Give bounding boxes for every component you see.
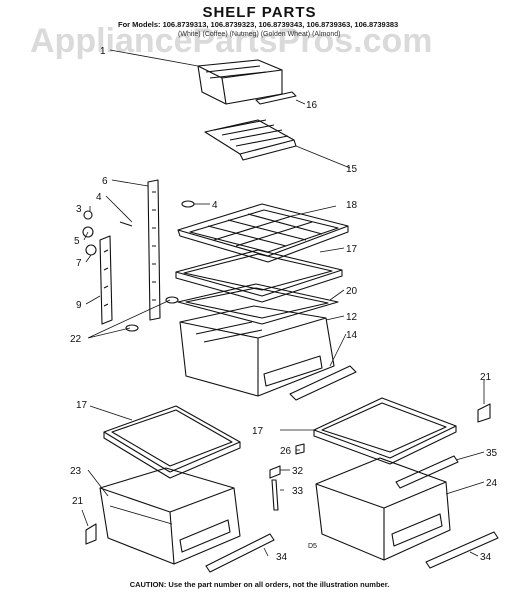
callout-35: 35: [486, 448, 498, 459]
part-14: [289, 365, 357, 401]
part-glass-lower-left: [103, 405, 241, 479]
part-glass-17: [175, 249, 343, 303]
callout-34-right: 34: [480, 552, 492, 563]
callout-14: 14: [346, 330, 358, 341]
callout-21-right: 21: [480, 372, 492, 383]
callout-6: 6: [102, 176, 108, 187]
callout-12: 12: [346, 312, 358, 323]
callout-24: 24: [486, 478, 498, 489]
caution-note: CAUTION: Use the part number on all orde…: [129, 580, 390, 589]
part-34-left: [205, 533, 275, 573]
callout-4-right: 4: [212, 200, 218, 211]
callout-16: 16: [306, 100, 318, 111]
part-34-right: [425, 531, 499, 569]
part-16: [255, 91, 297, 105]
callout-7: 7: [76, 258, 82, 269]
leader-lines: [81, 49, 485, 557]
callout-26: 26: [280, 446, 292, 457]
part-rail-9: [99, 235, 113, 325]
callout-34-left: 34: [276, 552, 288, 563]
callout-15: 15: [346, 164, 358, 175]
diagram-title: SHELF PARTS: [202, 4, 317, 21]
callout-21-left: 21: [72, 496, 84, 507]
callout-33: 33: [292, 486, 304, 497]
callout-5: 5: [74, 236, 80, 247]
part-crisper-12: [179, 305, 335, 397]
part-glass-lower-right: [313, 397, 457, 465]
part-shelf-18: [177, 203, 349, 263]
callout-23: 23: [70, 466, 82, 477]
callout-22: 22: [70, 334, 82, 345]
diagram-code: D5: [308, 543, 317, 550]
part-small-hardware: [82, 200, 195, 332]
part-top-bin: [197, 59, 283, 105]
callout-4-left: 4: [96, 192, 102, 203]
callout-32: 32: [292, 466, 304, 477]
model-colors: (White) (Coffee) (Nutmeg) (Golden Wheat)…: [178, 31, 341, 38]
part-wire-shelf: [204, 119, 297, 161]
callout-20: 20: [346, 286, 358, 297]
callout-1: 1: [100, 46, 106, 57]
callout-17-upper: 17: [346, 244, 358, 255]
part-drawer-23: [99, 467, 241, 565]
part-brackets: [85, 403, 491, 545]
callout-3: 3: [76, 204, 82, 215]
callout-17-lower-left: 17: [76, 400, 88, 411]
watermark: AppliancePartsPros.com: [30, 22, 433, 60]
part-frame-20: [177, 283, 339, 325]
callout-9: 9: [76, 300, 82, 311]
part-35: [395, 455, 459, 489]
part-drawer-24: [315, 457, 451, 561]
callout-18: 18: [346, 200, 358, 211]
callout-17-lower-right: 17: [252, 426, 264, 437]
model-numbers: For Models: 106.8739313, 106.8739323, 10…: [118, 20, 399, 29]
part-rail-6: [147, 179, 161, 321]
